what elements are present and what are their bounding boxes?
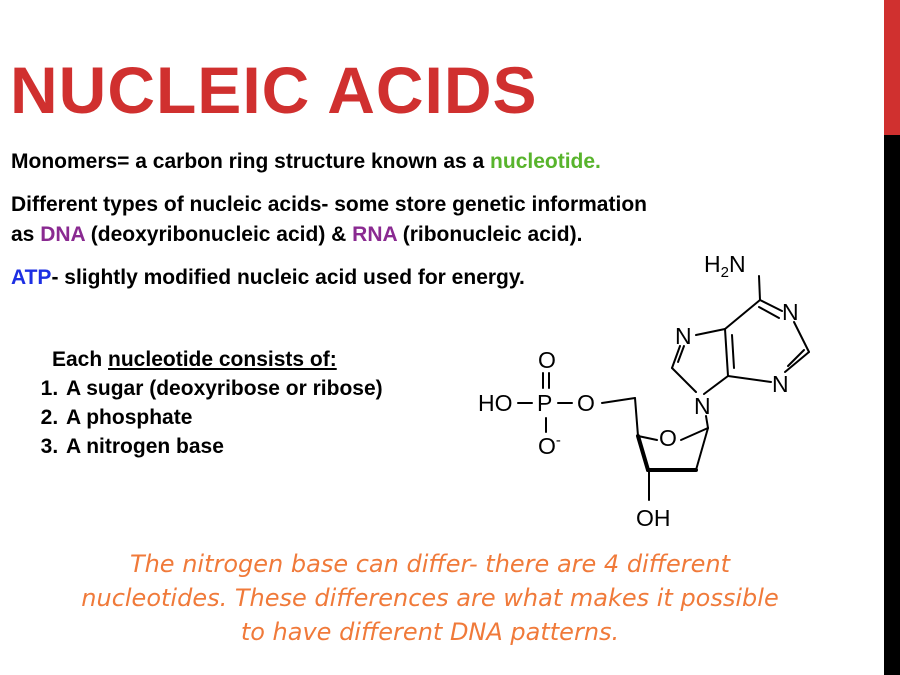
atp-label: ATP (11, 266, 52, 289)
side-bar (884, 0, 900, 675)
nucleotide-components: Each nucleotide consists of: A sugar (de… (32, 345, 383, 461)
handwritten-note: The nitrogen base can differ- there are … (40, 547, 820, 649)
nitrogen-label: N (782, 299, 799, 325)
amine-h: H (704, 251, 721, 277)
list-item: A sugar (deoxyribose or ribose) (64, 374, 383, 403)
amine-group-label: H2N (704, 251, 746, 281)
hydroxyl-label: HO (478, 390, 513, 416)
components-heading: Each nucleotide consists of: (52, 345, 383, 374)
note-line: to have different DNA patterns. (240, 618, 620, 646)
phosphorus-label: P (537, 390, 552, 416)
oxygen-anion-label: O- (538, 432, 561, 459)
components-heading-prefix: Each (52, 348, 109, 371)
dna-full-name: (deoxyribonucleic acid) & (84, 223, 353, 246)
list-item: A nitrogen base (64, 432, 383, 461)
amine-subscript: 2 (721, 264, 729, 281)
types-text-1: Different types of nucleic acids- some s… (11, 193, 647, 216)
nitrogen-label: N (772, 371, 789, 397)
anion-charge: - (556, 432, 561, 449)
rna-label: RNA (352, 223, 397, 246)
note-line: nucleotides. These differences are what … (81, 584, 779, 612)
oxygen-label: O (577, 390, 595, 416)
atp-line: ATP- slightly modified nucleic acid used… (11, 263, 525, 293)
dna-label: DNA (40, 223, 85, 246)
oxygen-label: O (538, 347, 556, 373)
nitrogen-label: N (675, 323, 692, 349)
components-heading-underlined: nucleotide consists of: (108, 348, 337, 371)
slide-title: NUCLEIC ACIDS (10, 53, 538, 127)
list-item: A phosphate (64, 403, 383, 432)
hydroxyl-label: OH (636, 505, 671, 531)
nucleotide-highlight: nucleotide. (490, 150, 601, 173)
monomers-line: Monomers= a carbon ring structure known … (11, 147, 601, 177)
types-line-1: Different types of nucleic acids- some s… (11, 190, 647, 220)
nitrogen-label: N (694, 393, 711, 419)
components-list: A sugar (deoxyribose or ribose) A phosph… (32, 374, 383, 461)
ring-oxygen-label: O (659, 425, 677, 451)
types-text-2-prefix: as (11, 223, 41, 246)
atp-text: - slightly modified nucleic acid used fo… (51, 266, 525, 289)
nucleotide-structure-diagram: H2N N N N N O HO P O O- O OH (478, 251, 810, 531)
monomers-text: Monomers= a carbon ring structure known … (11, 150, 491, 173)
side-bar-accent (884, 0, 900, 135)
note-line: The nitrogen base can differ- there are … (129, 550, 731, 578)
amine-n: N (729, 251, 746, 277)
types-line-2: as DNA (deoxyribonucleic acid) & RNA (ri… (11, 220, 582, 250)
rna-full-name: (ribonucleic acid). (396, 223, 583, 246)
oxygen-anion-o: O (538, 433, 556, 459)
